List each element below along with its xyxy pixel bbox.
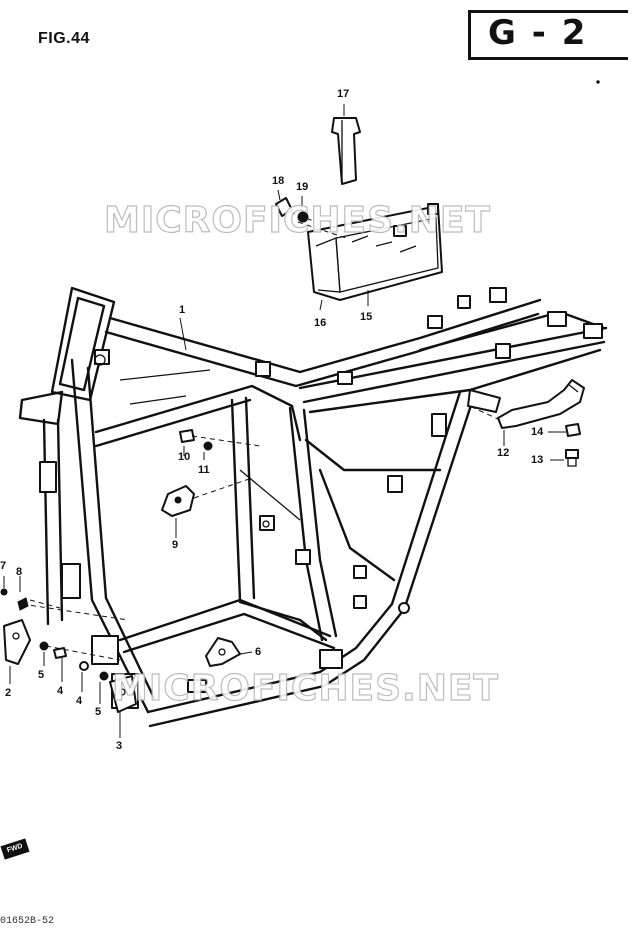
callout-13: 13 (531, 454, 544, 466)
callout-11: 11 (198, 464, 210, 476)
callout-14: 14 (531, 426, 544, 438)
callout-5b: 5 (95, 706, 102, 718)
callout-5a: 5 (38, 669, 45, 681)
callout-10: 10 (178, 451, 191, 463)
footrest-bracket (497, 379, 585, 429)
callout-6: 6 (255, 646, 262, 658)
callout-2: 2 (5, 687, 12, 699)
battery-strap (331, 117, 361, 185)
callout-1: 1 (179, 304, 186, 316)
callout-3: 3 (116, 740, 123, 752)
callout-15: 15 (360, 311, 373, 323)
battery-bracket (307, 203, 443, 301)
callout-12: 12 (497, 447, 510, 459)
watermark-bottom: MICROFICHES.NET (111, 667, 499, 709)
footer-code: 01652B-52 (0, 916, 55, 927)
callout-4a: 4 (57, 685, 64, 697)
bracket-6 (205, 637, 241, 667)
nut-11 (203, 441, 213, 451)
frame-body (18, 286, 608, 728)
bracket-9 (161, 485, 195, 517)
callout-7: 7 (0, 560, 7, 572)
callout-16: 16 (314, 317, 327, 329)
callout-18: 18 (272, 175, 285, 187)
bolt-10 (179, 429, 195, 443)
plate-3 (109, 675, 137, 713)
callout-8: 8 (16, 566, 23, 578)
bolt-13 (565, 449, 579, 467)
section-box (468, 10, 628, 60)
leader-lines (3, 104, 566, 738)
watermark-top: MICROFICHES.NET (103, 199, 491, 241)
callout-9: 9 (172, 539, 179, 551)
section-code: G - 2 (488, 13, 588, 53)
figure-label: FIG.44 (38, 30, 90, 47)
callout-17: 17 (337, 88, 350, 100)
callout-19: 19 (296, 181, 309, 193)
bolt-18 (275, 197, 293, 217)
plate-2 (3, 619, 31, 665)
nut-14 (565, 423, 581, 437)
callout-4b: 4 (76, 695, 83, 707)
